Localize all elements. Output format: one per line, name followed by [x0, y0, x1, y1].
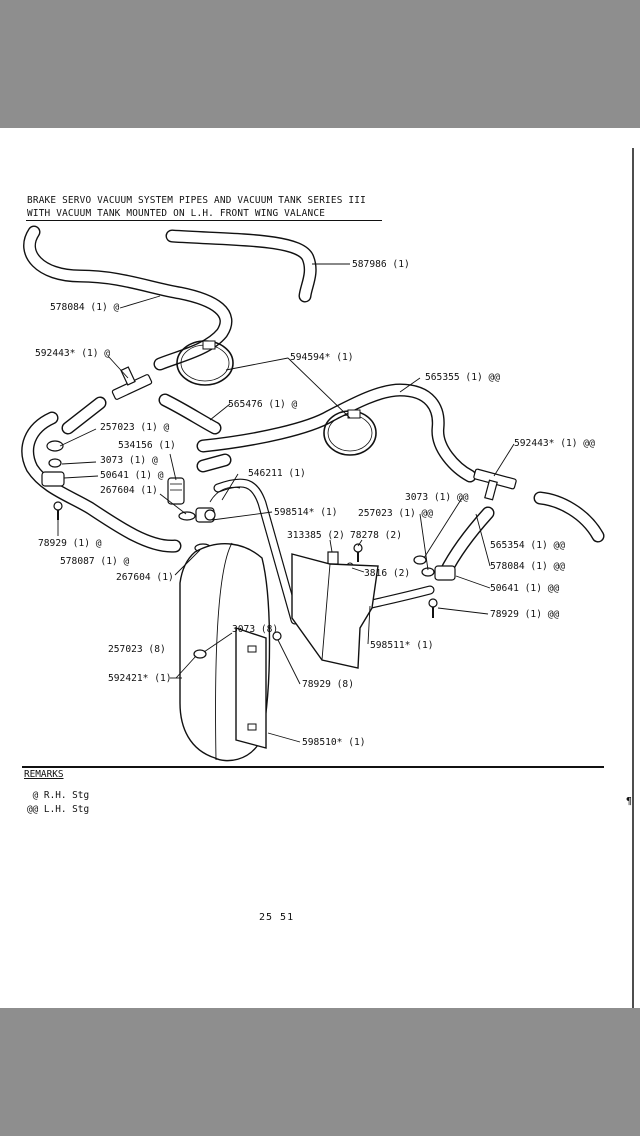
hose-587986 [165, 229, 317, 303]
label-592443-rh: 592443* (1) @ [35, 348, 110, 359]
label-598510: 598510* (1) [302, 737, 366, 748]
label-3073-lh: 3073 (1) @@ [405, 492, 469, 503]
label-257023-lh: 257023 (1) @@ [358, 508, 433, 519]
page-number: 25 51 [259, 912, 295, 923]
remarks-heading: REMARKS [24, 769, 64, 780]
label-3073-tank: 3073 (8) [232, 624, 278, 635]
label-78278: 78278 (2) [350, 530, 402, 541]
label-587986: 587986 (1) [352, 259, 410, 270]
bracket-598511 [291, 553, 379, 669]
hose-578084-rh [23, 225, 233, 371]
label-594594: 594594* (1) [290, 352, 354, 363]
label-598514: 598514* (1) [274, 507, 338, 518]
label-534156: 534156 (1) [118, 440, 176, 451]
document-page: BRAKE SERVO VACUUM SYSTEM PIPES AND VACU… [0, 128, 640, 1008]
hose-565355 [196, 383, 477, 483]
label-267604-b: 267604 (1) [116, 572, 174, 583]
title-line-1: BRAKE SERVO VACUUM SYSTEM PIPES AND VACU… [27, 195, 366, 206]
label-78929-rh: 78929 (1) @ [38, 538, 102, 549]
label-50641-rh: 50641 (1) @ [100, 470, 164, 481]
hose-565476 [158, 393, 222, 435]
leader-lines [57, 263, 515, 743]
label-267604-a: 267604 (1) [100, 485, 158, 496]
fitting-598514 [195, 486, 241, 523]
label-50641-lh: 50641 (1) @@ [490, 583, 560, 594]
label-257023-tank: 257023 (8) [108, 644, 166, 655]
label-565355: 565355 (1) @@ [425, 372, 500, 383]
label-578084-lh: 578084 (1) @@ [490, 561, 565, 572]
title-underline [26, 220, 382, 221]
label-3073-rh: 3073 (1) @ [100, 455, 158, 466]
hose-578087 [21, 411, 182, 553]
label-565476: 565476 (1) @ [228, 399, 298, 410]
label-546211: 546211 (1) [248, 468, 306, 479]
title-line-2: WITH VACUUM TANK MOUNTED ON L.H. FRONT W… [27, 208, 326, 219]
label-592421: 592421* (1) [108, 673, 172, 684]
tee-592443-lh [473, 468, 517, 501]
tee-592443-rh [111, 366, 153, 400]
hose-578084-lh [438, 506, 495, 580]
fittings-left [41, 440, 65, 520]
hose-565354 [533, 491, 605, 543]
label-598511: 598511* (1) [370, 640, 434, 651]
hose-short-left [61, 396, 232, 473]
edge-mark: ¶ [626, 796, 633, 807]
remark-rh: @ R.H. Stg [27, 790, 90, 801]
scan-edge-line [632, 148, 634, 1008]
fittings-right [413, 555, 456, 618]
label-78929-lh: 78929 (1) @@ [490, 609, 560, 620]
clip-594594-a [176, 340, 234, 386]
label-78929-tank: 78929 (8) [302, 679, 354, 690]
label-592443-lh: 592443* (1) @@ [514, 438, 595, 449]
section-divider [22, 766, 604, 768]
bracket-598510 [235, 627, 267, 749]
remark-lh: @@ L.H. Stg [27, 804, 90, 815]
page-title: BRAKE SERVO VACUUM SYSTEM PIPES AND VACU… [27, 194, 366, 220]
label-3816: 3816 (2) [364, 568, 410, 579]
label-578087: 578087 (1) @ [60, 556, 130, 567]
clip-594594-b [323, 409, 377, 456]
label-578084-rh: 578084 (1) @ [50, 302, 120, 313]
label-565354: 565354 (1) @@ [490, 540, 565, 551]
label-313385: 313385 (2) [287, 530, 345, 541]
part-labels: 587986 (1) 578084 (1) @ 592443* (1) @ 59… [35, 259, 595, 748]
label-257023-rh: 257023 (1) @ [100, 422, 170, 433]
parts-diagram: 587986 (1) 578084 (1) @ 592443* (1) @ 59… [21, 225, 605, 762]
